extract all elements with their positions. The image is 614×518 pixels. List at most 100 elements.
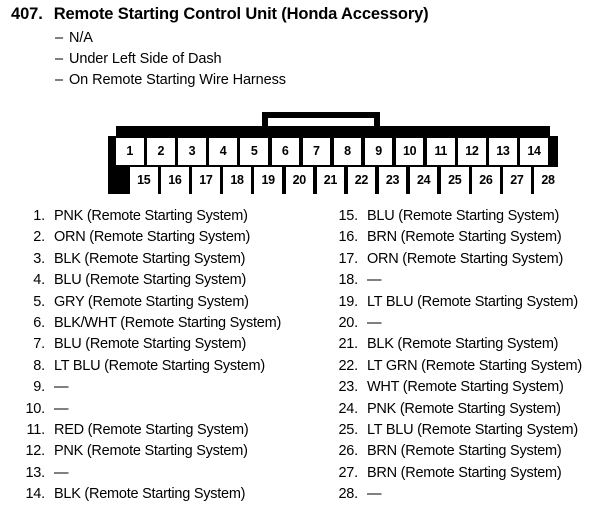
pin-list-number: 25. [338,421,358,438]
pin-list-item: 23. WHT (Remote Starting System) [331,379,614,400]
pin-list-number: 24. [338,400,358,417]
connector-pin-19: 19 [254,167,282,194]
title-text: Remote Starting Control Unit (Honda Acce… [53,5,429,23]
pin-list-item: 15. BLU (Remote Starting System) [331,208,614,229]
pin-list-item: 27. BRN (Remote Starting System) [331,465,614,486]
pin-list-item: 7.BLU (Remote Starting System) [18,336,318,357]
connector-pin-10: 10 [395,138,424,165]
note-text: N/A [69,30,93,46]
pin-list-number: 16. [338,229,358,246]
pin-list-number: 6. [33,314,45,331]
pin-list-item: 21. BLK (Remote Starting System) [331,336,614,357]
pin-list-number: 10. [25,400,45,417]
connector-pin-4: 4 [209,138,237,165]
pin-list-description: BLK (Remote Starting System) [367,336,559,353]
pin-list-item: 12. PNK (Remote Starting System) [18,443,318,464]
pin-list-number: 21. [338,336,358,353]
pin-list-description: — [54,400,69,417]
connector-pin-20: 20 [285,167,313,194]
pin-list-number: 11. [26,421,46,438]
pin-list-number: 19. [338,293,358,310]
title-number: 407. [11,5,43,23]
pin-list-description: ORN (Remote Starting System) [54,229,251,246]
pin-list-item: 8.LT BLU (Remote Starting System) [18,358,318,379]
pin-list-number: 20. [338,314,358,331]
pin-list-left-column: 1. PNK (Remote Starting System) 2. ORN (Rem… [18,208,318,507]
note-line-location-na: –N/A [55,30,93,46]
pin-list-item: 11. RED (Remote Starting System) [18,422,318,443]
connector-pin-12: 12 [458,138,486,165]
connector-pin-16: 16 [161,167,189,194]
pin-list-number: 5. [33,293,45,310]
connector-latch-post-right [374,112,380,138]
connector-pin-8: 8 [333,138,362,165]
pin-list-number: 1. [33,208,45,224]
pin-list-number: 18. [338,272,358,289]
pin-list-description: WHT (Remote Starting System) [367,379,564,396]
pin-list-number: 27. [338,464,358,481]
note-text: Under Left Side of Dash [69,51,222,67]
connector-pin-25: 25 [441,167,469,194]
pin-list-number: 23. [338,379,358,396]
pin-list-description: GRY (Remote Starting System) [54,293,249,310]
pin-list-number: 28. [338,486,358,503]
connector-pin-3: 3 [178,138,206,165]
pin-list-description: BLU (Remote Starting System) [367,208,560,224]
pin-list-item: 26.BRN (Remote Starting System) [331,443,614,464]
pin-list-description: PNK (Remote Starting System) [367,400,561,417]
connector-pin-2: 2 [147,138,175,165]
connector-pin-9: 9 [364,138,393,165]
connector-pin-23: 23 [378,167,407,194]
pin-list-number: 15. [338,208,358,224]
connector-pin-26: 26 [472,167,500,194]
pin-list-item: 6. BLK/WHT (Remote Starting System) [18,315,318,336]
note-line-location-dash: –Under Left Side of Dash [55,51,222,67]
pin-list-description: — [367,272,382,289]
pin-list-description: BRN (Remote Starting System) [367,229,562,246]
pin-list-item: 17.ORN (Remote Starting System) [331,251,614,272]
connector-pin-5: 5 [240,138,268,165]
pin-list-number: 4. [33,272,45,289]
pin-list-description: LT BLU (Remote Starting System) [54,357,265,374]
pin-list-number: 7. [33,336,45,353]
pin-list-item: 16. BRN (Remote Starting System) [331,229,614,250]
pin-list-description: BRN (Remote Starting System) [367,464,562,481]
connector-pin-7: 7 [302,138,331,165]
note-dash-icon: – [55,72,63,88]
pin-list-description: LT BLU (Remote Starting System) [367,421,578,438]
pin-list-number: 2. [33,229,45,246]
pin-list-number: 12. [25,443,45,460]
pin-list-item: 5. GRY (Remote Starting System) [18,294,318,315]
note-text: On Remote Starting Wire Harness [69,72,286,88]
connector-pin-27: 27 [503,167,531,194]
pin-list-description: PNK (Remote Starting System) [54,208,248,224]
connector-latch-bar [262,112,380,118]
connector-pin-15: 15 [130,167,158,194]
pin-list-number: 26. [338,443,358,460]
pin-list-description: LT BLU (Remote Starting System) [367,293,578,310]
pin-list-description: — [54,379,69,396]
connector-pin-18: 18 [223,167,251,194]
pin-list-description: — [367,486,382,503]
pin-list-description: RED (Remote Starting System) [54,421,249,438]
pin-list-item: 13.— [18,465,318,486]
pin-list-item: 20.— [331,315,614,336]
page-title: 407. Remote Starting Control Unit (Honda… [11,5,429,24]
note-line-harness: –On Remote Starting Wire Harness [55,72,286,88]
pin-list-item: 4. BLU (Remote Starting System) [18,272,318,293]
connector-pin-13: 13 [489,138,517,165]
pin-list-description: ORN (Remote Starting System) [367,250,564,267]
pin-list-right-column: 15. BLU (Remote Starting System) 16. BRN (R… [331,208,614,507]
pin-list-description: BLK/WHT (Remote Starting System) [54,314,282,331]
note-dash-icon: – [55,51,63,67]
pin-list-item: 18. — [331,272,614,293]
connector-pin-14: 14 [520,138,548,165]
connector-pin-24: 24 [409,167,438,194]
pin-list-number: 22. [338,357,358,374]
pin-list-description: BLU (Remote Starting System) [54,272,247,289]
pin-list-description: PNK (Remote Starting System) [54,443,248,460]
pin-list-item: 22.LT GRN (Remote Starting System) [331,358,614,379]
connector-notch-left [108,126,116,136]
